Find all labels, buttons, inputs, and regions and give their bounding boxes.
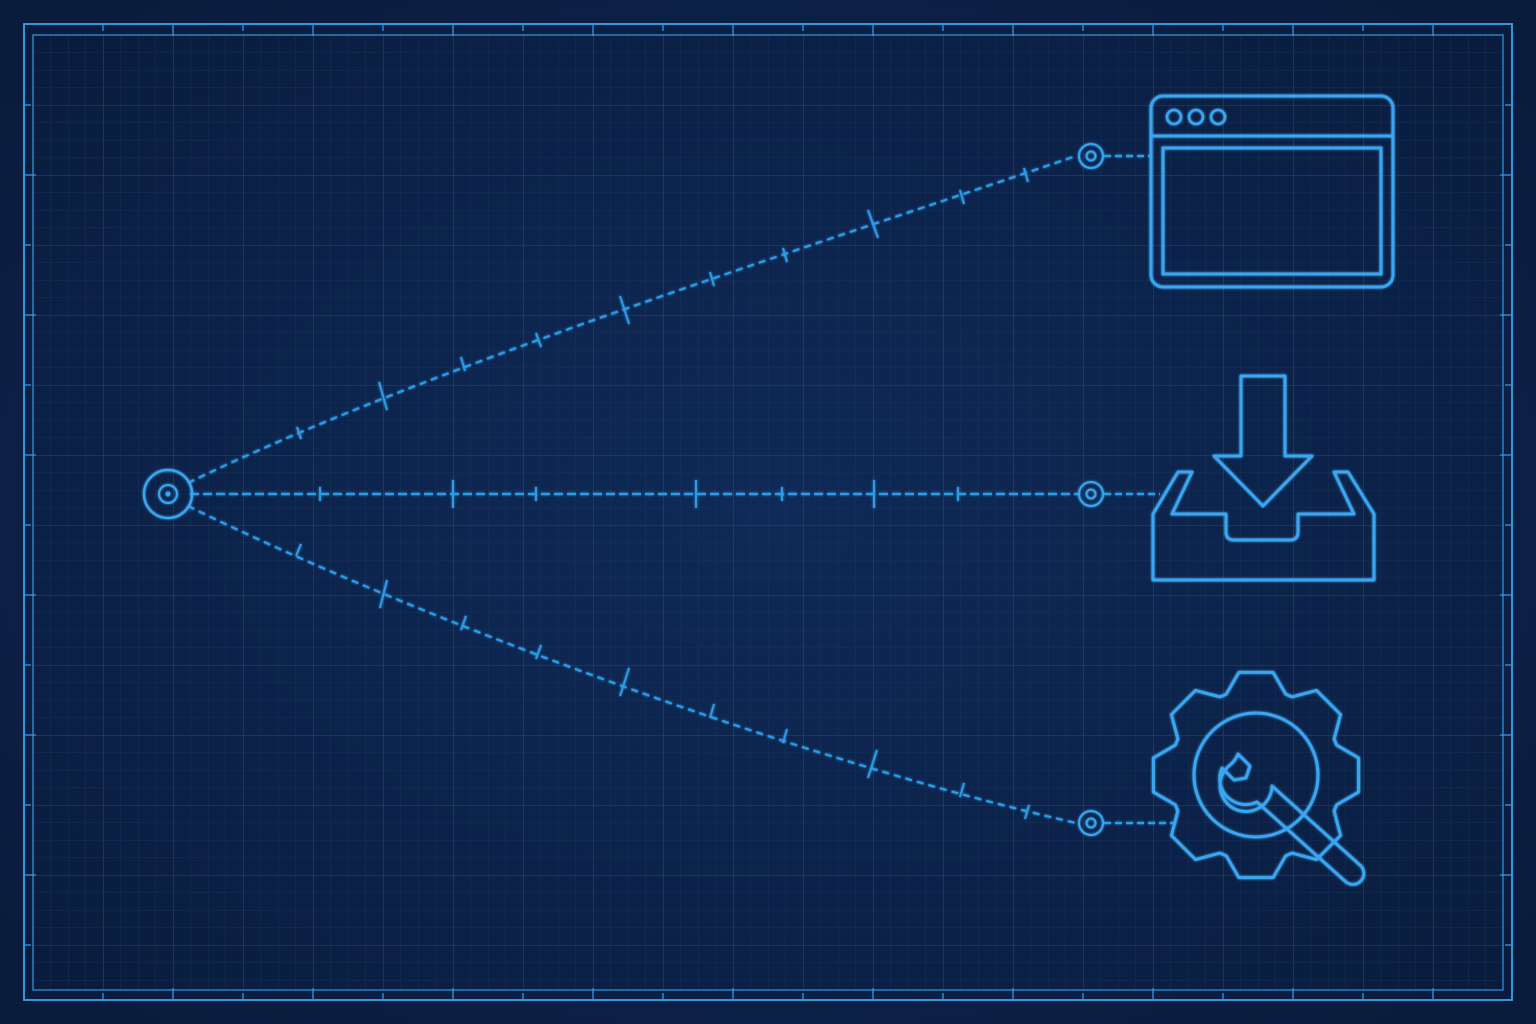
browser-window-icon xyxy=(1149,94,1395,289)
download-tray-icon xyxy=(1151,374,1376,582)
gear-wrench-icon xyxy=(1151,670,1366,886)
wrench-outline xyxy=(1218,752,1366,886)
connector-bottom xyxy=(187,505,1077,825)
connector-top xyxy=(187,154,1077,484)
outer-frame xyxy=(23,23,1513,1001)
endpoint-node-top xyxy=(1078,143,1104,169)
frame-ticks xyxy=(24,24,1512,1000)
gear-outline xyxy=(1151,670,1361,880)
tray-outer xyxy=(1151,470,1376,582)
target-circle-icon xyxy=(142,468,194,520)
grid xyxy=(33,35,1503,990)
endpoint-node-bottom xyxy=(1078,810,1104,836)
download-arrow xyxy=(1212,374,1314,508)
connector-ticks xyxy=(295,167,1030,820)
endpoint-node-middle xyxy=(1078,481,1104,507)
